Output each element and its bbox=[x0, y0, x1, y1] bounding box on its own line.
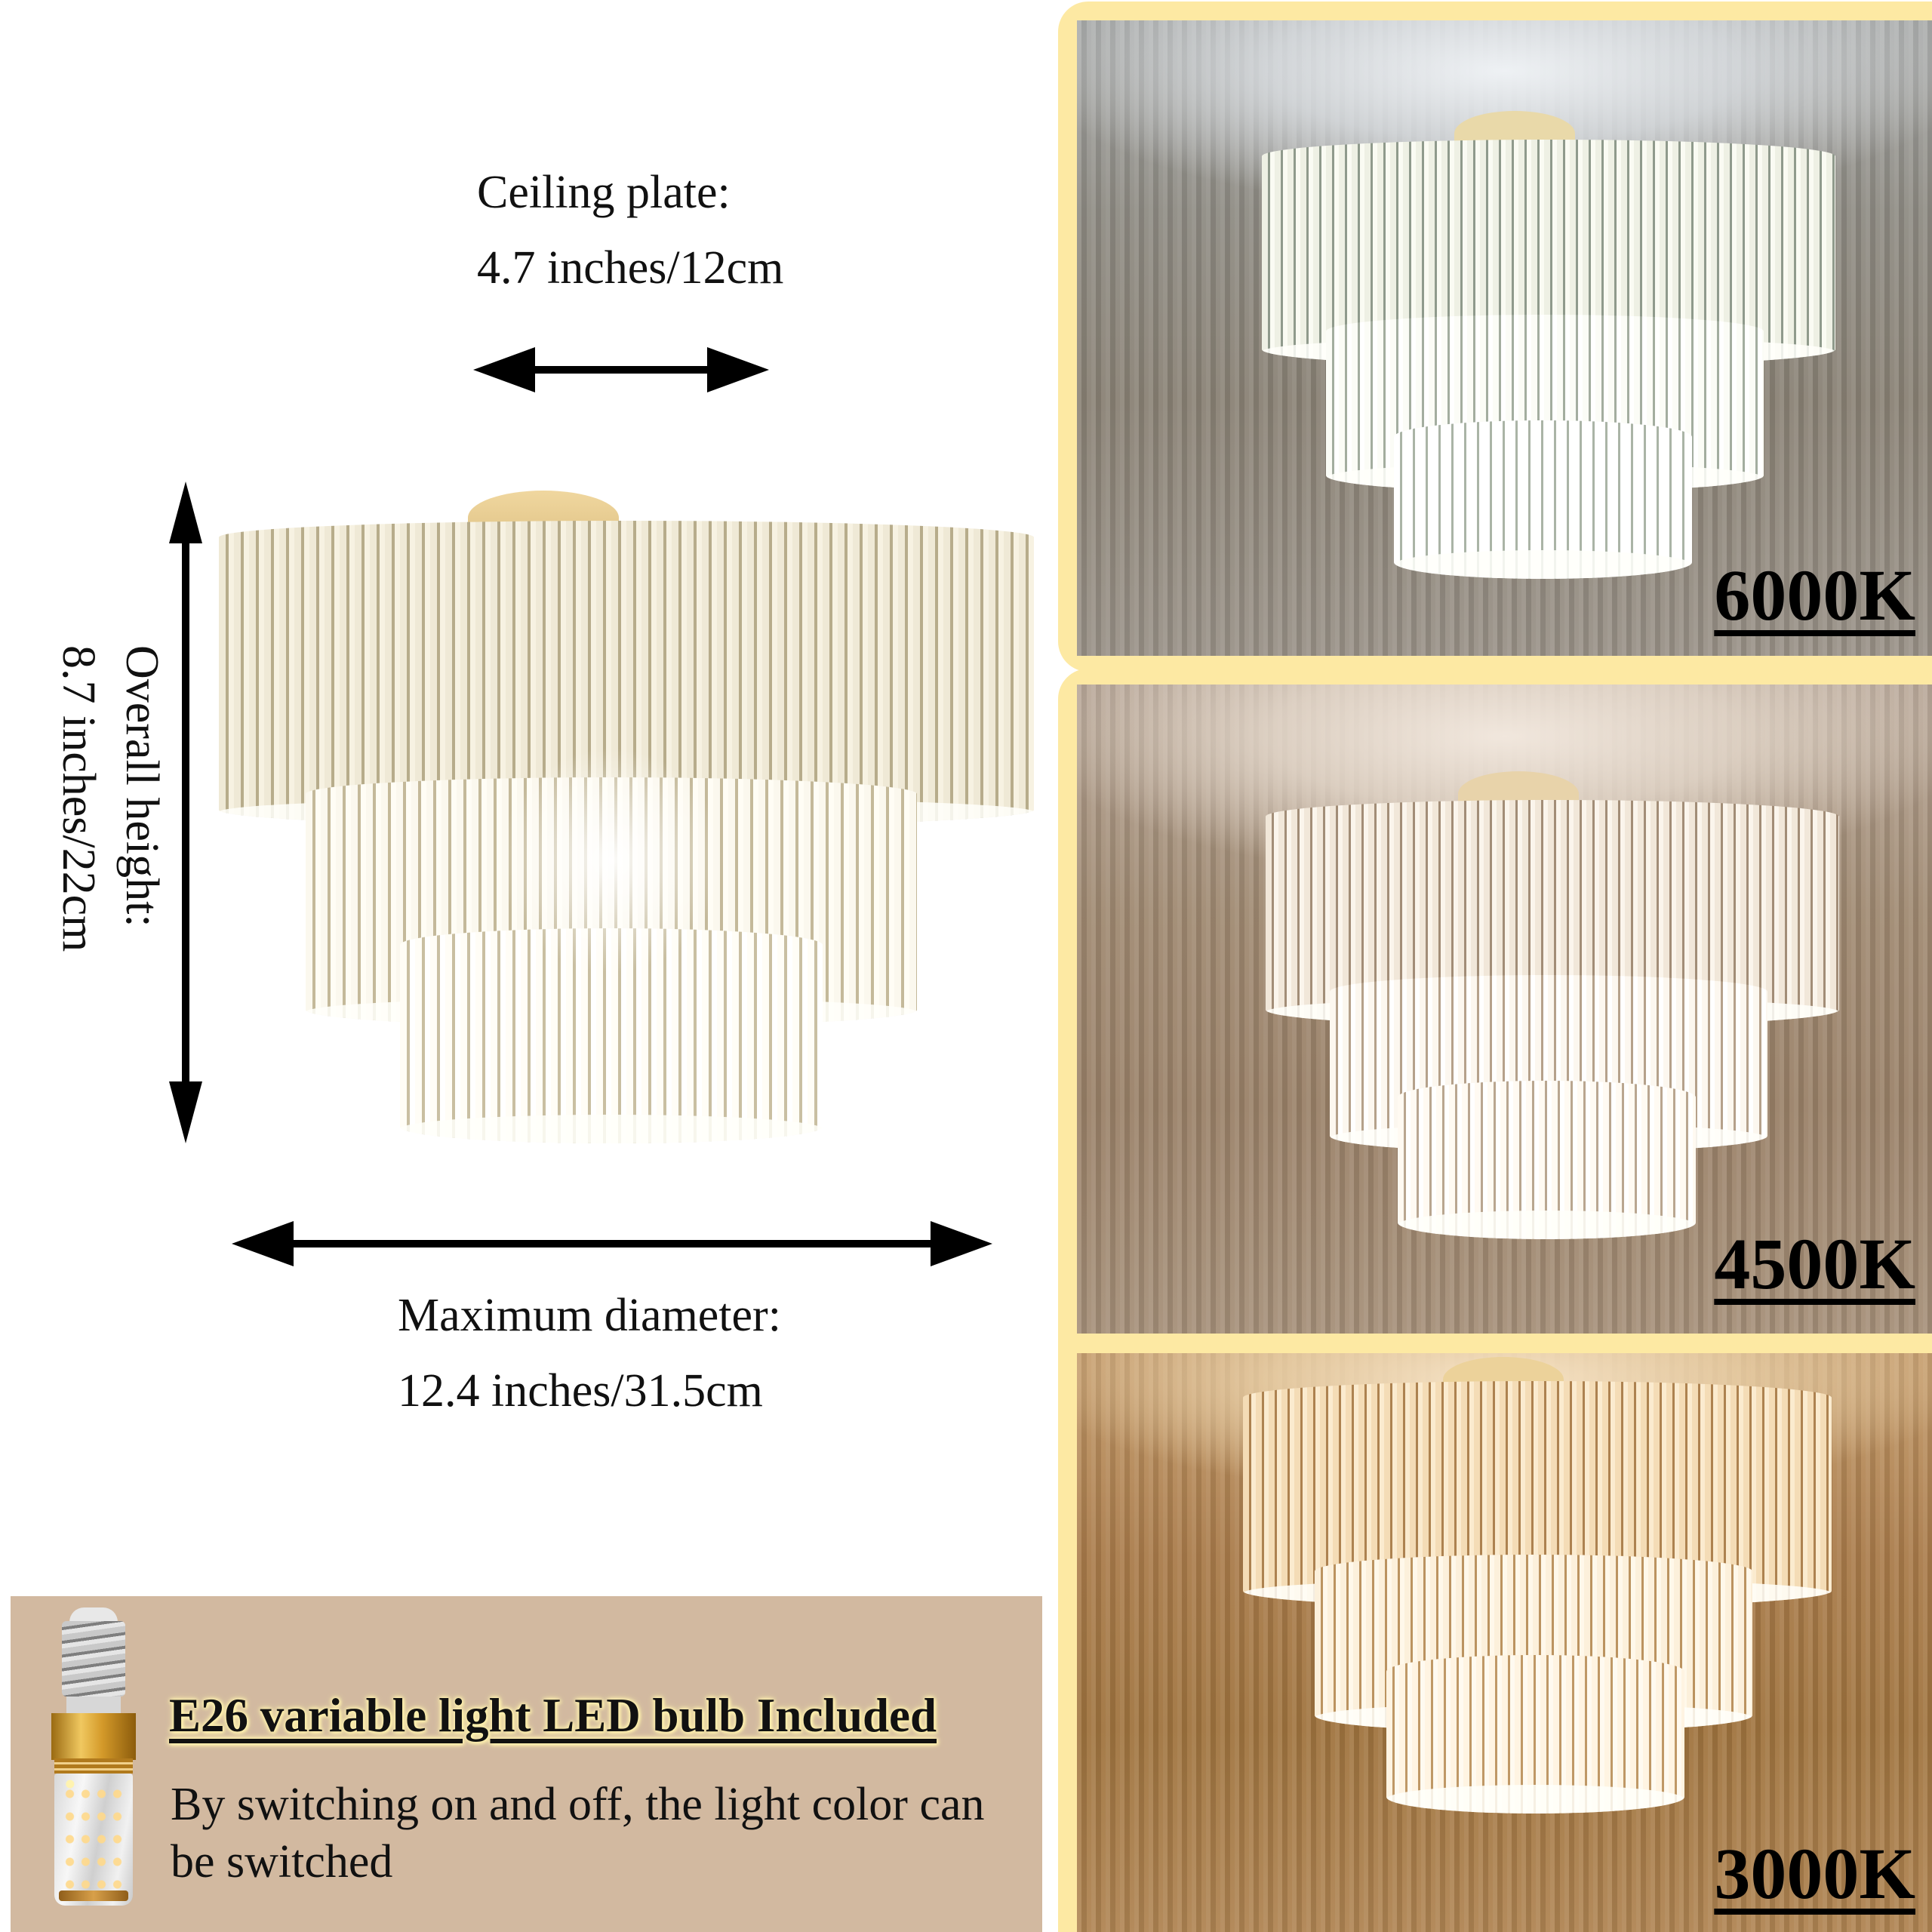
photo-4500k: 4500K bbox=[1077, 685, 1932, 1334]
product-lamp-image bbox=[211, 483, 1041, 1147]
overall-height-label: Overall height: bbox=[116, 645, 168, 928]
max-diameter-label: Maximum diameter: bbox=[398, 1290, 781, 1341]
bulb-info-box: E26 variable light LED bulb Included By … bbox=[11, 1596, 1042, 1932]
bulb-info-description: By switching on and off, the light color… bbox=[171, 1779, 985, 1887]
lamp-glow bbox=[498, 747, 724, 974]
lamp-tier-bottom bbox=[400, 928, 823, 1143]
lamp-3000k-image bbox=[1243, 1357, 1832, 1840]
kelvin-label-3000k: 3000K bbox=[1714, 1833, 1915, 1914]
ceiling-plate-value: 4.7 inches/12cm bbox=[477, 242, 784, 294]
kelvin-label-4500k: 4500K bbox=[1714, 1223, 1915, 1304]
kelvin-label-6000k: 6000K bbox=[1714, 555, 1915, 635]
overall-height-text: Overall height: 8.7 inches/22cm bbox=[45, 645, 174, 1023]
photo-6000k: 6000K bbox=[1077, 20, 1932, 656]
max-diameter-arrow bbox=[232, 1221, 992, 1266]
bulb-info-title: E26 variable light LED bulb Included bbox=[169, 1689, 937, 1742]
led-corn-bulb-icon bbox=[51, 1607, 136, 1906]
lamp-4500k-image bbox=[1258, 771, 1839, 1254]
overall-height-value: 8.7 inches/22cm bbox=[53, 645, 104, 952]
ceiling-plate-arrow bbox=[473, 347, 769, 392]
overall-height-arrow bbox=[169, 481, 202, 1143]
lamp-6000k-image bbox=[1254, 111, 1835, 594]
photo-3000k: 3000K bbox=[1077, 1353, 1932, 1932]
ceiling-plate-label: Ceiling plate: bbox=[477, 167, 731, 218]
max-diameter-value: 12.4 inches/31.5cm bbox=[398, 1365, 763, 1417]
